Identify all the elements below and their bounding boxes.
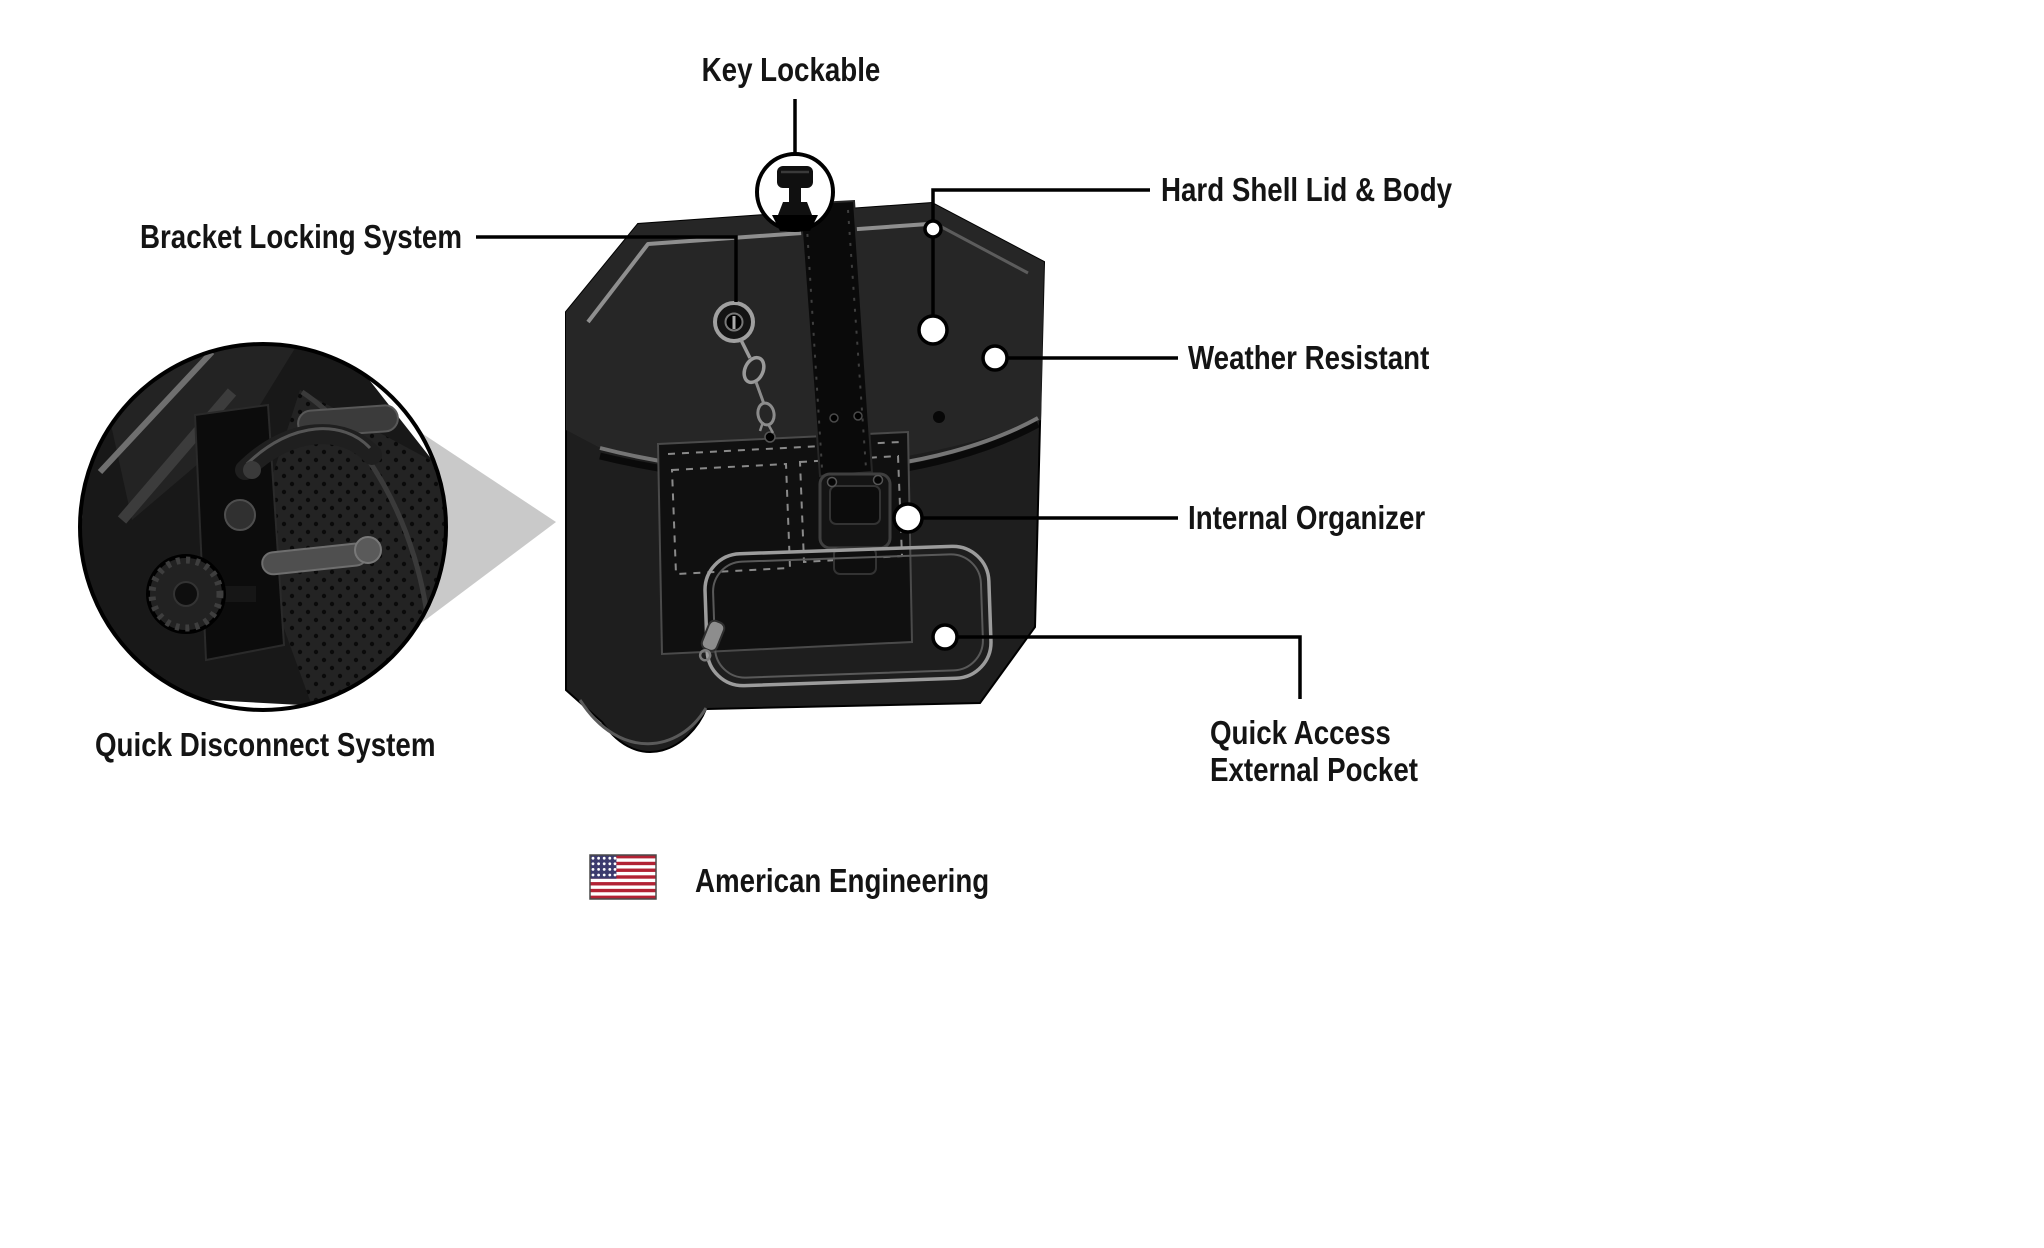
zoom-wedge: [420, 432, 556, 624]
american-engineering-label: American Engineering: [695, 862, 990, 899]
internal-organizer-label: Internal Organizer: [1188, 499, 1426, 536]
strap: [798, 199, 892, 575]
quick-access-line1: Quick Access: [1210, 714, 1391, 751]
bracket-locking-label: Bracket Locking System: [140, 218, 462, 255]
callout-nodes: [892, 219, 1009, 651]
key-badge: [755, 152, 835, 232]
quick-disconnect-label: Quick Disconnect System: [95, 726, 436, 763]
zipper-pull-icon: [698, 619, 726, 662]
external-pocket: [698, 544, 993, 688]
hard-shell-label: Hard Shell Lid & Body: [1161, 171, 1453, 208]
callout-line-hard-shell: [931, 188, 1150, 315]
node-internal: [892, 502, 924, 534]
node-hard-shell-lid: [923, 219, 943, 239]
quick-access-line2: External Pocket: [1210, 751, 1419, 788]
callout-line-pocket: [957, 635, 1302, 699]
callout-lines: [476, 99, 1302, 699]
quick-access-label: Quick Access External Pocket: [1210, 714, 1418, 788]
key-icon: [772, 166, 818, 231]
weather-resistant-label: Weather Resistant: [1188, 339, 1430, 376]
keyhole-lock-icon: [713, 301, 776, 434]
key-lockable-label: Key Lockable: [701, 51, 881, 88]
saddlebag-illustration: [565, 199, 1046, 753]
node-weather: [981, 344, 1009, 372]
callout-line-bracket: [476, 235, 738, 302]
bag-lid: [566, 203, 1044, 471]
us-flag-icon: [589, 854, 657, 900]
node-pocket: [931, 623, 959, 651]
quick-disconnect-inset: [78, 342, 448, 712]
node-hard-shell-body: [917, 314, 949, 346]
